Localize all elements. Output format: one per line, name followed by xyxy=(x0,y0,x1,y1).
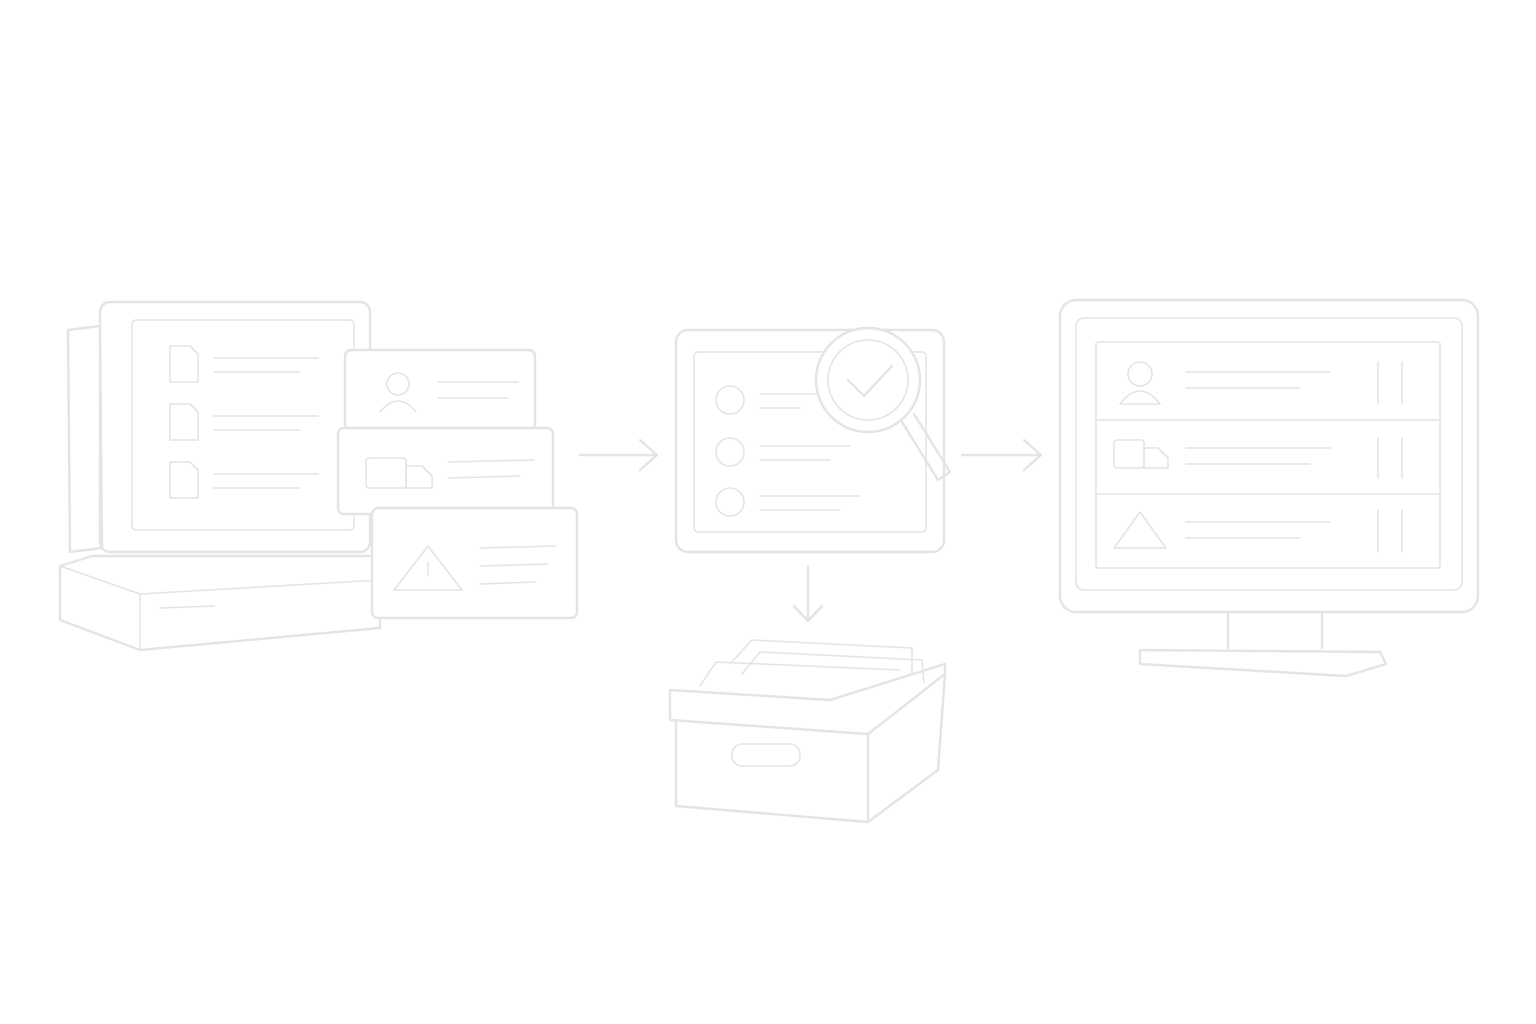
arrow-right-icon xyxy=(960,438,1043,472)
crt-monitor-icon xyxy=(66,300,372,554)
magnifier-check-icon xyxy=(814,326,952,482)
document-with-magnifier-check-icon xyxy=(674,326,952,554)
monitor-stand-icon xyxy=(1138,610,1388,678)
file-card-stack-icon xyxy=(336,348,579,620)
computer-base-icon xyxy=(58,554,382,652)
arrow-right-icon xyxy=(578,438,659,472)
arrow-down-icon xyxy=(792,564,824,623)
monitor-with-records-table-icon xyxy=(1058,298,1480,678)
archive-box-icon xyxy=(668,639,947,824)
desktop-with-file-cards-icon xyxy=(58,300,579,652)
